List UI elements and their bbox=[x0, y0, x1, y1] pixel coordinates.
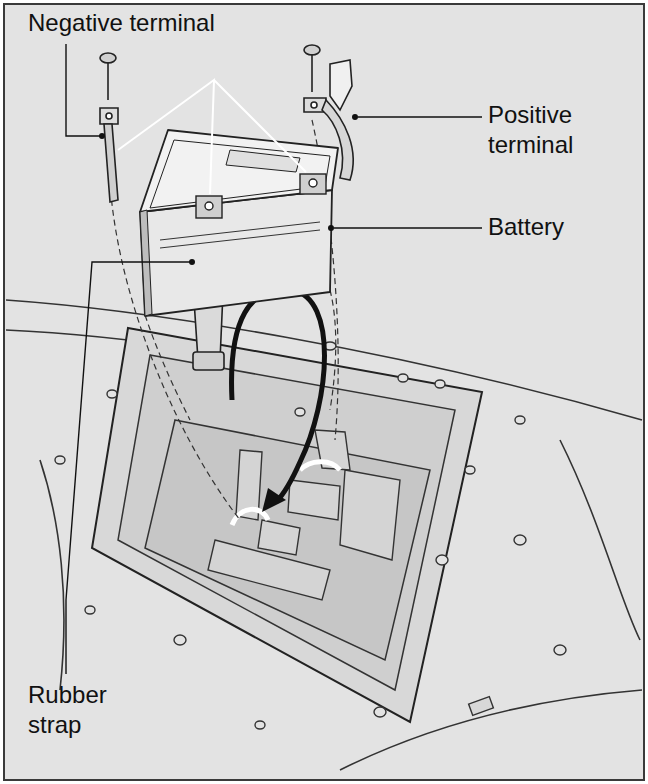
part-label: Positive terminal bbox=[488, 100, 628, 160]
part-label: Battery bbox=[488, 212, 628, 242]
part-label: Negative terminal bbox=[28, 8, 348, 38]
part-label: Rubber strap bbox=[28, 680, 148, 740]
